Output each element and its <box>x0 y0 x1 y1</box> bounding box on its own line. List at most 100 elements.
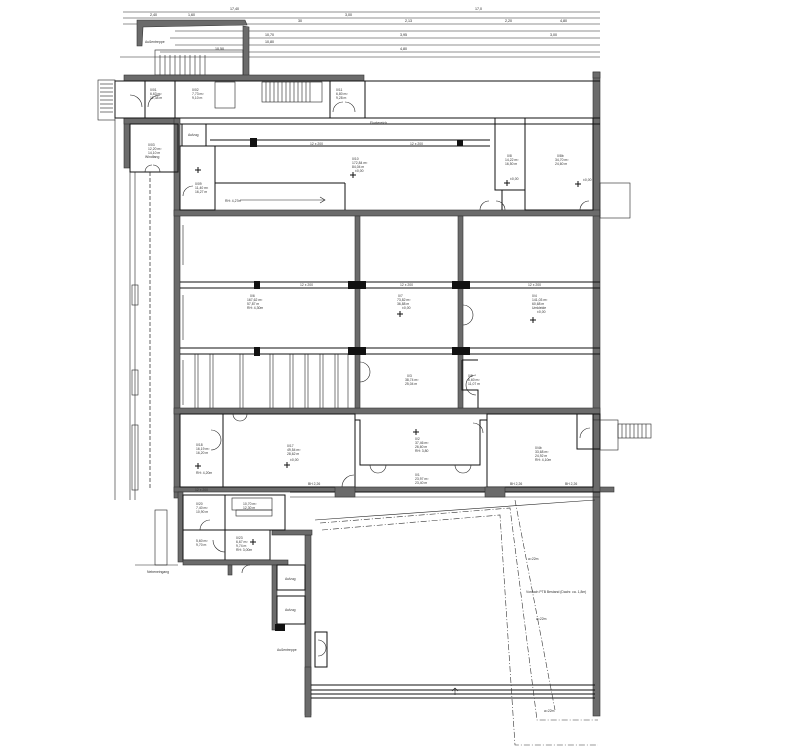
label-side-entrance: Nebeneingang <box>147 570 169 574</box>
room-id: 0/6 <box>250 294 255 298</box>
south-shafts: Aufzug Aufzug Außentreppe <box>271 564 328 718</box>
room-area: 33,68 m² <box>535 450 549 454</box>
room-area: 6,60 m² <box>468 378 480 382</box>
room-id: 0/09 <box>195 182 202 186</box>
room-id: 0/3 <box>407 374 412 378</box>
room-area: 34,70 m² <box>555 158 569 162</box>
room-area: 11,40 m² <box>195 186 209 190</box>
room-perimeter: 12,30 m <box>243 506 255 510</box>
room-area: 12,20 m² <box>148 147 162 151</box>
room-perimeter: 10,90 m <box>196 510 208 514</box>
room-perimeter: 57,87 m <box>247 302 259 306</box>
dim-label: 30 <box>298 19 302 23</box>
dim-label: 10,50 <box>215 47 224 51</box>
room-area: 5,60 m² <box>196 539 208 543</box>
room-area: 16,19 m² <box>196 447 210 451</box>
top-access-stair: Außentreppe <box>136 19 250 79</box>
label-canopy-note: Vordach PTB Bestand (Dachr. ca. 1,8m) <box>526 590 586 594</box>
room-height: RH: 4,30m <box>247 306 263 310</box>
label-shaft: Aufzug <box>285 577 296 581</box>
room-perimeter: 12,38 m <box>150 96 162 100</box>
room-area: 23,97 m² <box>415 477 429 481</box>
room-0-09: 0/09 11,40 m² 16,27 m <box>179 145 216 211</box>
beam-label: 12 x 200 <box>300 283 313 287</box>
room-0-10: 12 x 200 12 x 200 0/10 172,84 m² 84,04 m… <box>210 138 490 210</box>
room-area: 7,40 m² <box>196 506 208 510</box>
room-perimeter: 11,07 m <box>468 382 480 386</box>
room-id: 0/5 <box>468 374 473 378</box>
door-height: BH 2,26 <box>510 482 522 486</box>
southwest-rooms: 0/20 7,40 m² 10,90 m 10,70 m² 12,30 m 5,… <box>135 491 289 576</box>
label-corridor: Flurbereich <box>370 121 387 125</box>
room-area: 14,22 m² <box>505 158 519 162</box>
room-perimeter: 14,10 m <box>148 151 160 155</box>
room-id: 0/4b <box>535 446 542 450</box>
room-area: 37,46 m² <box>415 441 429 445</box>
dim-label: 3,00 <box>345 13 352 17</box>
room-id: 0/02 <box>192 88 199 92</box>
room-note: Windfang <box>145 155 159 159</box>
room-id: 0/10 <box>352 157 359 161</box>
room-perimeter: 25,04 m <box>405 382 417 386</box>
dim-label: 2,13 <box>405 19 412 23</box>
door-height: BH 2,26 <box>308 482 320 486</box>
beam-label: 12 x 200 <box>195 488 208 492</box>
room-height: RH: 3,00m <box>236 548 252 552</box>
label-slope: a=22m <box>536 617 547 621</box>
label-shaft: Aufzug <box>285 608 296 612</box>
rooms-0-3-0-5: 0/3 38,74 m² 25,04 m 0/5 6,60 m² 11,07 m <box>359 359 480 408</box>
dim-overall-1: 17,40 <box>230 7 239 11</box>
room-height: RH: 4,20m <box>196 471 212 475</box>
label-entrance: Außentreppe <box>277 648 297 652</box>
label-shaft: Aufzug <box>188 133 199 137</box>
south-rooms: 0/18 16,19 m² 16,20 m RH: 4,20m 0/17 49,… <box>179 413 601 492</box>
beam-label: 12 x 200 <box>310 142 323 146</box>
room-perimeter: 23,40 m <box>415 481 427 485</box>
room-area: 10,70 m² <box>243 502 257 506</box>
outer-walls <box>123 71 615 717</box>
room-level: ±0,00 <box>537 310 546 314</box>
room-0-03: Aufzug 0/03 12,20 m² 14,10 m Windfang <box>129 123 207 173</box>
room-id: 0/20 <box>196 502 203 506</box>
door-height: BH 2,26 <box>565 482 577 486</box>
dim-label: 2,20 <box>505 19 512 23</box>
dim-label: 4,80 <box>560 19 567 23</box>
bleacher-area <box>194 350 349 408</box>
room-id: 0/2 <box>415 437 420 441</box>
room-level: ±0,00 <box>402 306 411 310</box>
room-area: 141,03 m² <box>532 298 548 302</box>
room-id: 0/7 <box>398 294 403 298</box>
room-height: RH: 3,80 <box>415 449 428 453</box>
beam-label: 12 x 200 <box>400 283 413 287</box>
room-height: RH: 4,10m <box>535 458 551 462</box>
room-perimeter: 84,04 m <box>352 165 364 169</box>
room-level: ±0,00 <box>290 458 299 462</box>
room-area: 6,67 m² <box>236 540 248 544</box>
room-area: 6,80 m² <box>336 92 348 96</box>
dim-label: 1,60 <box>188 13 195 17</box>
room-height: RH: 4,27m <box>225 199 241 203</box>
room-perimeter: 16,27 m <box>195 190 207 194</box>
room-id: 0/11 <box>336 88 342 92</box>
room-area: 38,74 m² <box>405 378 419 382</box>
room-perimeter: 16,50 m <box>505 162 517 166</box>
dimension-lines: 17,40 17,0 2,40 1,60 3,00 30 2,13 2,20 4… <box>120 7 600 58</box>
room-perimeter: 9,10 m <box>192 96 203 100</box>
label-outdoor-stair: Außentreppe <box>145 40 165 44</box>
room-level: ±0,00 <box>583 178 592 182</box>
room-id: 0/1 <box>415 473 420 477</box>
room-id: 0/03 <box>148 143 155 147</box>
beam-label: 12 x 200 <box>528 283 541 287</box>
label-slope: a=22m <box>528 557 539 561</box>
east-stair <box>599 419 652 451</box>
room-id: 0/4 <box>532 294 537 298</box>
west-corridor <box>114 120 168 566</box>
room-area: 49,54 m² <box>287 448 301 452</box>
room-note: Umkleide <box>532 306 546 310</box>
north-rooms: 0/01 6,63 m² 12,38 m 0/02 7,73 m² 9,10 m… <box>97 79 600 125</box>
room-id: 0/01 <box>150 88 157 92</box>
dim-label: 3,00 <box>550 33 557 37</box>
room-level: ±0,00 <box>355 169 364 173</box>
room-id: 0/8b <box>557 154 564 158</box>
